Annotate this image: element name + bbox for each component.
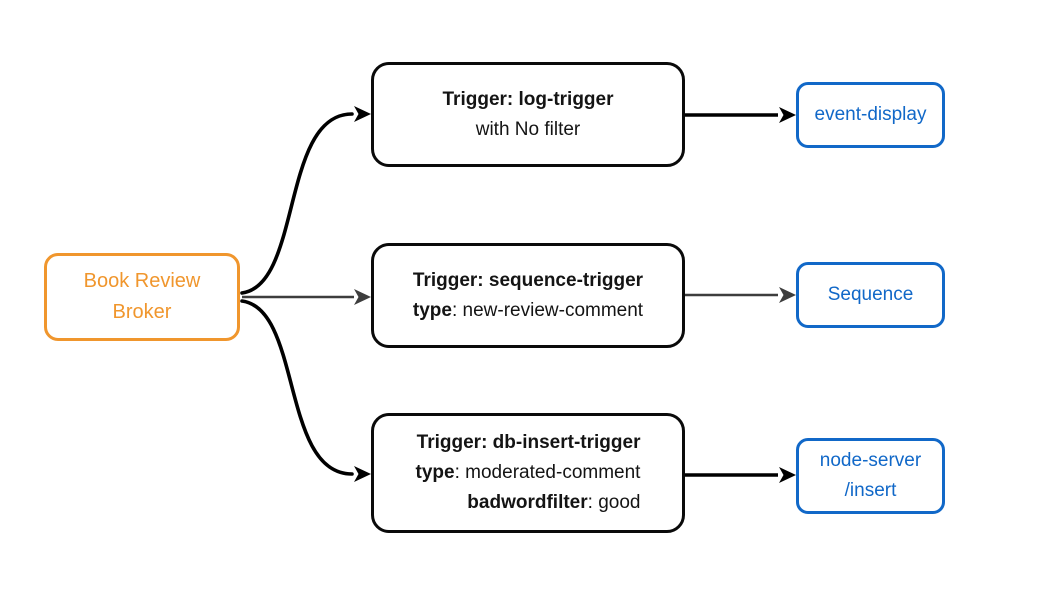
edge-broker-to-log-trigger [240, 112, 354, 295]
db-insert-trigger-filter-badword: badwordfilter: good [467, 492, 641, 513]
sequence-trigger-label: Trigger: sequence-trigger type: new-revi… [413, 266, 643, 326]
node-server-label-line1: node-server [819, 450, 922, 471]
event-display-label: event-display [814, 104, 927, 125]
node-sequence-trigger: Trigger: sequence-trigger type: new-revi… [371, 243, 685, 348]
arrowhead-broker-to-log-trigger [354, 106, 371, 122]
log-trigger-detail: with No filter [475, 118, 581, 140]
node-log-trigger: Trigger: log-trigger with No filter [371, 62, 685, 167]
node-event-display: event-display [796, 82, 945, 148]
db-insert-trigger-title: Trigger: db-insert-trigger [416, 432, 641, 453]
broker-label-line1: Book Review [83, 270, 201, 292]
edge-broker-to-db-insert-trigger [240, 299, 354, 476]
db-insert-trigger-filter-type: type: moderated-comment [415, 462, 641, 483]
log-trigger-label: Trigger: log-trigger with No filter [443, 85, 614, 145]
node-db-insert-trigger: Trigger: db-insert-trigger type: moderat… [371, 413, 685, 533]
node-book-review-broker: Book Review Broker [44, 253, 240, 341]
arrowhead-db-insert-trigger-to-node-server [779, 467, 796, 483]
db-insert-trigger-label: Trigger: db-insert-trigger type: moderat… [416, 428, 641, 518]
broker-label-line2: Broker [112, 301, 172, 323]
sequence-trigger-title: Trigger: sequence-trigger [412, 269, 644, 291]
node-node-server-insert: node-server /insert [796, 438, 945, 514]
arrowhead-log-trigger-to-event-display [779, 107, 796, 123]
node-sequence: Sequence [796, 262, 945, 328]
arrowhead-broker-to-db-insert-trigger [354, 466, 371, 482]
sequence-trigger-filter: type: new-review-comment [412, 299, 644, 321]
arrowhead-sequence-trigger-to-sequence [779, 287, 796, 303]
sequence-label: Sequence [827, 284, 914, 305]
node-server-label-line2: /insert [844, 480, 897, 501]
log-trigger-title: Trigger: log-trigger [442, 88, 614, 110]
arrowhead-broker-to-sequence-trigger [354, 289, 371, 305]
